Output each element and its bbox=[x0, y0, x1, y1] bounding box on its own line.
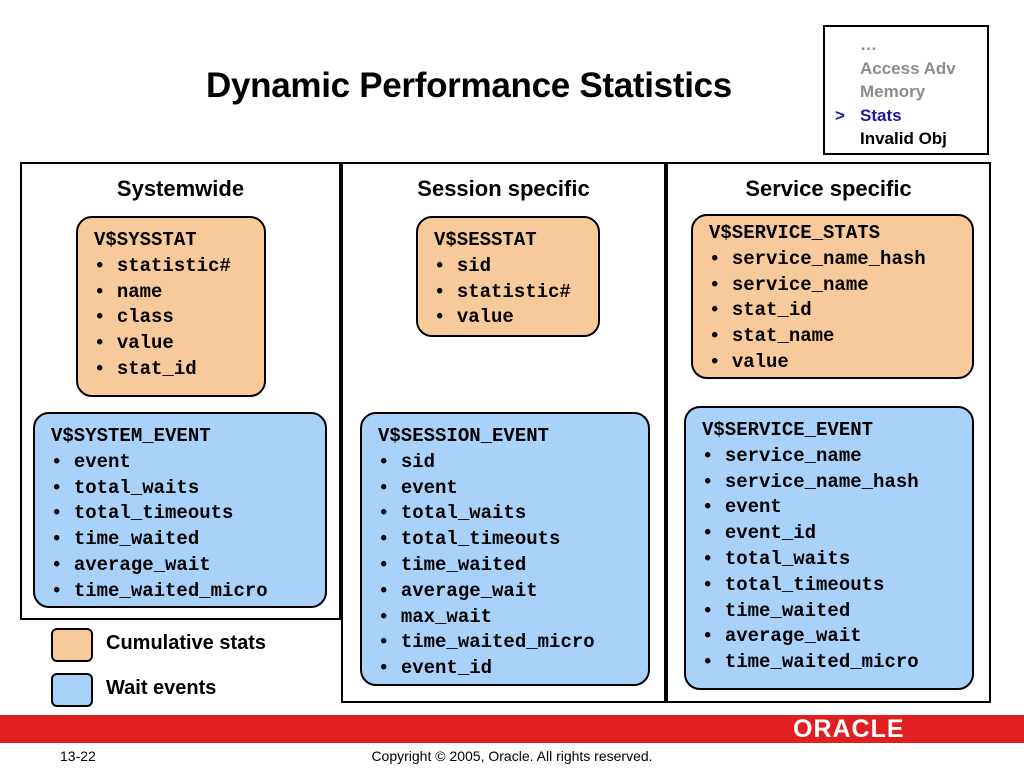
column-item: total_waits bbox=[378, 501, 648, 527]
column-item: event bbox=[51, 450, 325, 476]
nav-marker: > bbox=[835, 105, 845, 125]
panel-heading: Session specific bbox=[417, 176, 590, 201]
session-panel: Session specific V$SESSTAT sidstatistic#… bbox=[341, 162, 666, 703]
legend-swatch-cumulative bbox=[51, 628, 93, 662]
nav-item-label: Memory bbox=[860, 82, 926, 101]
column-item: max_wait bbox=[378, 605, 648, 631]
column-item: total_waits bbox=[51, 476, 325, 502]
nav-item-label: … bbox=[860, 35, 877, 54]
column-list: statistic#nameclassvaluestat_id bbox=[94, 254, 264, 383]
nav-item: > Stats bbox=[825, 106, 987, 130]
column-item: statistic# bbox=[434, 280, 598, 306]
sysstat-view-box: V$SYSSTAT statistic#nameclassvaluestat_i… bbox=[76, 216, 266, 397]
nav-item-label: Stats bbox=[860, 105, 902, 125]
column-item: time_waited_micro bbox=[378, 630, 648, 656]
column-item: event bbox=[378, 476, 648, 502]
view-name: V$SERVICE_EVENT bbox=[702, 419, 874, 441]
column-item: time_waited bbox=[702, 599, 972, 625]
column-item: event_id bbox=[378, 656, 648, 682]
column-item: value bbox=[434, 305, 598, 331]
panel-heading: Service specific bbox=[745, 176, 912, 201]
column-item: time_waited bbox=[378, 553, 648, 579]
column-item: class bbox=[94, 305, 264, 331]
service-panel: Service specific V$SERVICE_STATS service… bbox=[666, 162, 991, 703]
view-name: V$SYSSTAT bbox=[94, 229, 197, 251]
oracle-logo: ORACLE bbox=[793, 715, 905, 743]
column-item: service_name bbox=[702, 444, 972, 470]
column-item: stat_name bbox=[709, 324, 972, 350]
nav-item: Access Adv bbox=[825, 59, 987, 83]
column-item: average_wait bbox=[702, 624, 972, 650]
column-item: event_id bbox=[702, 521, 972, 547]
column-item: event bbox=[702, 495, 972, 521]
view-name: V$SESSION_EVENT bbox=[378, 425, 550, 447]
nav-item-label: Access Adv bbox=[860, 58, 956, 78]
copyright-notice: Copyright © 2005, Oracle. All rights res… bbox=[371, 748, 653, 764]
column-list: sidstatistic#value bbox=[434, 254, 598, 331]
legend-swatch-wait bbox=[51, 673, 93, 707]
sesstat-view-box: V$SESSTAT sidstatistic#value bbox=[416, 216, 600, 337]
column-item: total_timeouts bbox=[702, 573, 972, 599]
column-item: time_waited_micro bbox=[51, 579, 325, 605]
column-item: sid bbox=[434, 254, 598, 280]
column-item: time_waited bbox=[51, 527, 325, 553]
column-list: eventtotal_waitstotal_timeoutstime_waite… bbox=[51, 450, 325, 605]
column-item: total_timeouts bbox=[378, 527, 648, 553]
column-item: stat_id bbox=[709, 298, 972, 324]
column-item: total_waits bbox=[702, 547, 972, 573]
column-list: service_nameservice_name_hasheventevent_… bbox=[702, 444, 972, 676]
column-item: stat_id bbox=[94, 357, 264, 383]
service-event-view-box: V$SERVICE_EVENT service_nameservice_name… bbox=[684, 406, 974, 690]
nav-item: Invalid Obj bbox=[825, 129, 987, 153]
nav-item: … bbox=[825, 35, 987, 59]
column-list: sideventtotal_waitstotal_timeoutstime_wa… bbox=[378, 450, 648, 682]
column-item: service_name_hash bbox=[709, 247, 972, 273]
column-item: sid bbox=[378, 450, 648, 476]
footer-red-bar bbox=[0, 715, 1024, 743]
column-item: average_wait bbox=[378, 579, 648, 605]
column-item: name bbox=[94, 280, 264, 306]
session-event-view-box: V$SESSION_EVENT sideventtotal_waitstotal… bbox=[360, 412, 650, 686]
view-name: V$SESSTAT bbox=[434, 229, 537, 251]
legend-label-wait: Wait events bbox=[106, 677, 217, 699]
column-item: average_wait bbox=[51, 553, 325, 579]
column-item: service_name_hash bbox=[702, 470, 972, 496]
slide-title: Dynamic Performance Statistics bbox=[206, 66, 732, 105]
topic-nav-box: … Access Adv Memory > Stats Invalid Obj bbox=[823, 25, 989, 155]
column-item: service_name bbox=[709, 273, 972, 299]
column-item: statistic# bbox=[94, 254, 264, 280]
view-name: V$SYSTEM_EVENT bbox=[51, 425, 211, 447]
page-number: 13-22 bbox=[60, 748, 96, 764]
view-name: V$SERVICE_STATS bbox=[709, 222, 881, 244]
column-item: total_timeouts bbox=[51, 501, 325, 527]
nav-item-label: Invalid Obj bbox=[860, 129, 947, 148]
legend-label-cumulative: Cumulative stats bbox=[106, 632, 267, 654]
nav-item: Memory bbox=[825, 82, 987, 106]
column-list: service_name_hashservice_namestat_idstat… bbox=[709, 247, 972, 376]
service-stats-view-box: V$SERVICE_STATS service_name_hashservice… bbox=[691, 214, 974, 379]
column-item: value bbox=[709, 350, 972, 376]
column-item: value bbox=[94, 331, 264, 357]
column-item: time_waited_micro bbox=[702, 650, 972, 676]
panel-heading: Systemwide bbox=[116, 176, 245, 201]
system-event-view-box: V$SYSTEM_EVENT eventtotal_waitstotal_tim… bbox=[33, 412, 327, 608]
systemwide-panel: Systemwide V$SYSSTAT statistic#nameclass… bbox=[20, 162, 341, 620]
